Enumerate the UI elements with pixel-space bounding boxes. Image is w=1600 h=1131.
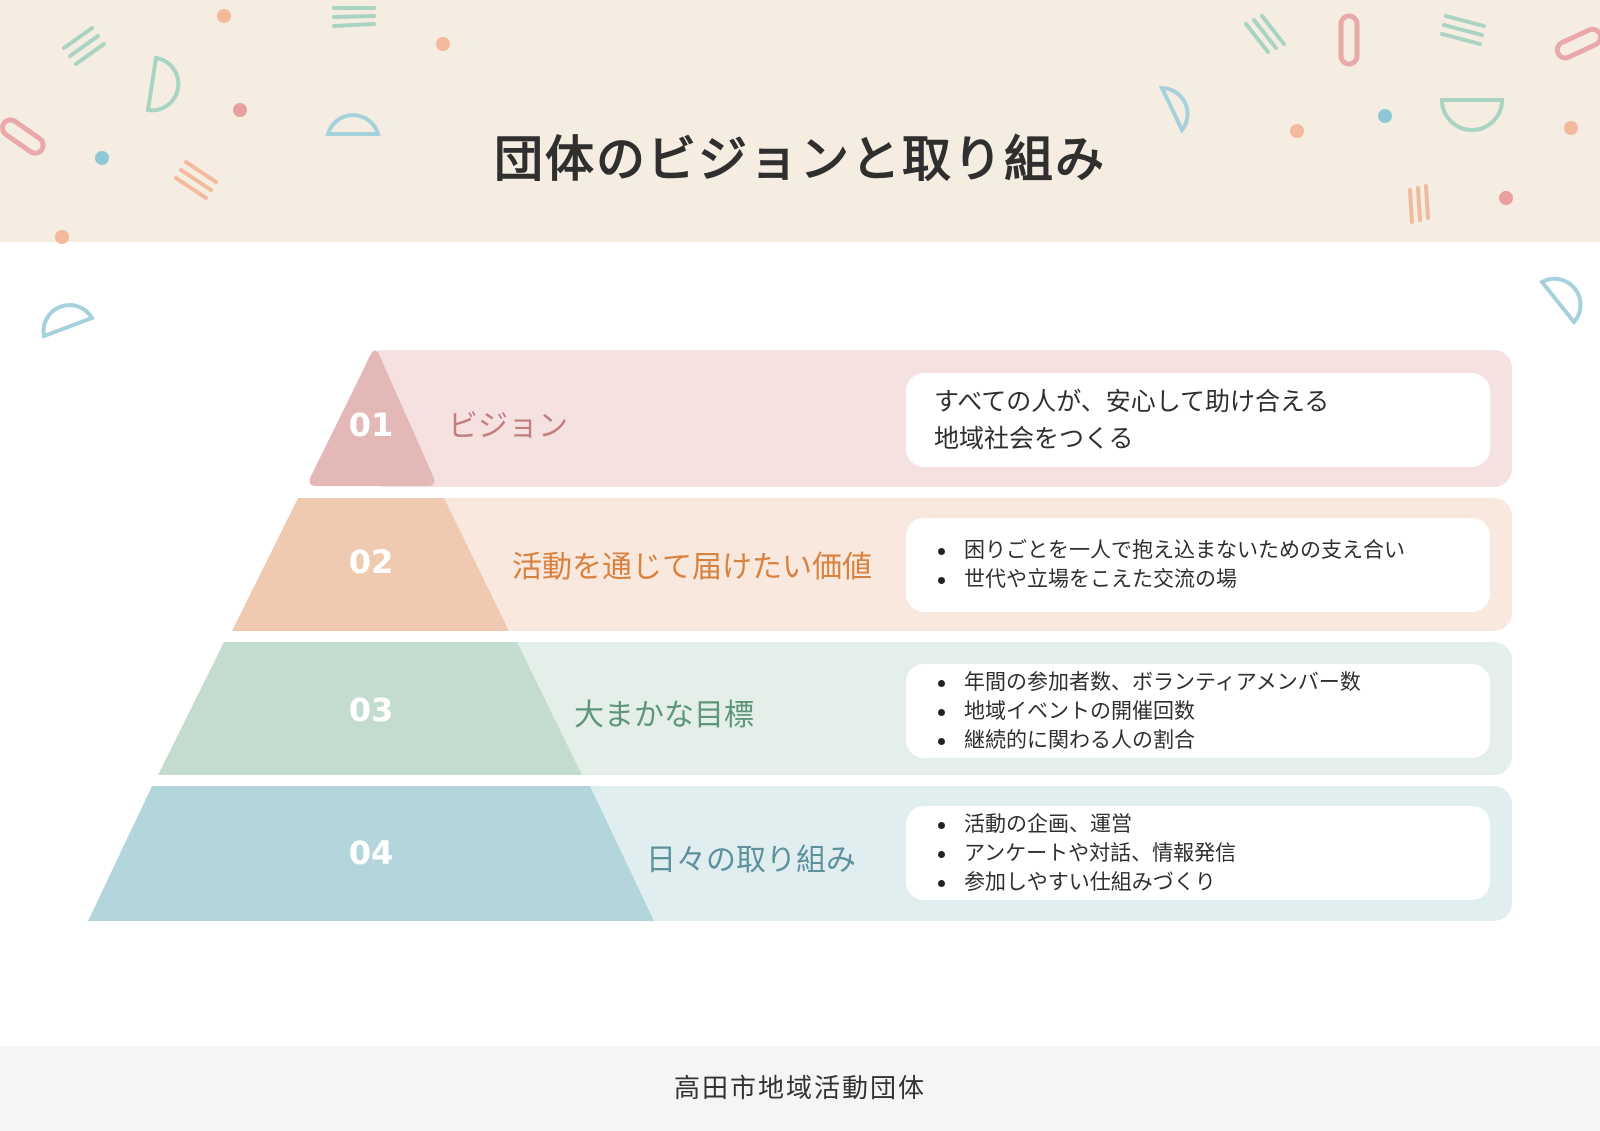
pyramid-segment-3 <box>158 642 582 775</box>
page-title: 団体のビジョンと取り組み <box>493 131 1106 188</box>
pyramid-segment-4 <box>88 786 654 921</box>
level-number-1: 01 <box>348 406 394 444</box>
level-card-4: 活動の企画、運営 アンケートや対話、情報発信 参加しやすい仕組みづくり <box>906 806 1490 900</box>
level-card-3: 年間の参加者数、ボランティアメンバー数 地域イベントの開催回数 継続的に関わる人… <box>906 664 1490 758</box>
list-item: 参加しやすい仕組みづくり <box>934 868 1462 897</box>
pyramid-segment-1 <box>309 350 435 486</box>
list-item: 継続的に関わる人の割合 <box>934 726 1462 755</box>
level-label-3: 大まかな目標 <box>574 698 754 733</box>
list-item: 地域イベントの開催回数 <box>934 697 1462 726</box>
vision-text-line-1: すべての人が、安心して助け合える <box>934 387 1330 416</box>
list-item: 困りごとを一人で抱え込まないための支え合い <box>934 536 1462 565</box>
level-label-4: 日々の取り組み <box>646 843 856 878</box>
level-number-2: 02 <box>348 543 394 581</box>
vision-text-line-2: 地域社会をつくる <box>934 424 1134 453</box>
bullet-list: 年間の参加者数、ボランティアメンバー数 地域イベントの開催回数 継続的に関わる人… <box>934 668 1462 755</box>
level-number-4: 04 <box>348 834 394 872</box>
level-card-1: すべての人が、安心して助け合える 地域社会をつくる <box>906 373 1490 467</box>
footer: 高田市地域活動団体 <box>0 1046 1600 1131</box>
organization-name: 高田市地域活動団体 <box>673 1074 926 1104</box>
header-banner <box>0 0 1600 242</box>
level-number-3: 03 <box>348 691 394 729</box>
level-label-1: ビジョン <box>448 409 568 444</box>
level-label-2: 活動を通じて届けたい価値 <box>512 550 872 585</box>
bullet-list: 困りごとを一人で抱え込まないための支え合い 世代や立場をこえた交流の場 <box>934 536 1462 594</box>
level-card-2: 困りごとを一人で抱え込まないための支え合い 世代や立場をこえた交流の場 <box>906 518 1490 612</box>
pyramid-segment-2 <box>232 498 509 631</box>
list-item: 活動の企画、運営 <box>934 810 1462 839</box>
list-item: 年間の参加者数、ボランティアメンバー数 <box>934 668 1462 697</box>
list-item: 世代や立場をこえた交流の場 <box>934 565 1462 594</box>
list-item: アンケートや対話、情報発信 <box>934 839 1462 868</box>
bullet-list: 活動の企画、運営 アンケートや対話、情報発信 参加しやすい仕組みづくり <box>934 810 1462 897</box>
